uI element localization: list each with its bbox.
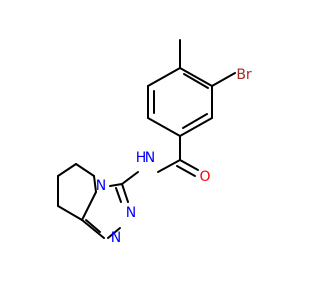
triazole-nitrogen-right-label: N <box>126 205 136 221</box>
bond-ring-1-double <box>183 73 209 89</box>
bond-triazole-5 <box>81 191 97 221</box>
bond-triazole-4 <box>81 219 105 239</box>
triazole-nitrogen-label: N <box>96 178 106 194</box>
bond-br <box>211 72 236 87</box>
bond-triazole-2 <box>121 183 129 203</box>
bond-ring-3-double <box>182 113 208 129</box>
bond-ring-1 <box>179 67 213 87</box>
bromine-label: Br <box>236 67 252 83</box>
bond-c-n <box>157 159 181 173</box>
amide-nitrogen-label: N <box>145 150 155 166</box>
bond-ring-3 <box>179 117 213 137</box>
bonds <box>57 39 236 239</box>
bond-triazole-3 <box>107 227 121 239</box>
bond-pip-1 <box>57 205 83 221</box>
atom-labels: Br O N H N N N <box>96 67 252 246</box>
triazole-nitrogen-left-label: N <box>111 230 121 246</box>
oxygen-label: O <box>199 169 210 185</box>
bond-ring-6 <box>147 67 181 87</box>
bond-co-1 <box>179 159 199 171</box>
bond-ring-4 <box>147 117 181 137</box>
amide-hydrogen-label: H <box>136 150 147 166</box>
bond-triazole-4-double <box>85 219 101 233</box>
bond-triazole-1 <box>109 183 123 187</box>
molecule-structure: Br O N H N N N <box>57 39 252 246</box>
bond-pip-4 <box>75 163 95 177</box>
bond-pip-5 <box>93 175 97 193</box>
bond-pip-3 <box>57 163 77 177</box>
molecule-canvas: Br O N H N N N <box>57 39 252 246</box>
bond-co-2 <box>176 165 196 177</box>
bond-nh-triazole <box>121 171 139 185</box>
bond-triazole-2-double <box>115 187 122 203</box>
